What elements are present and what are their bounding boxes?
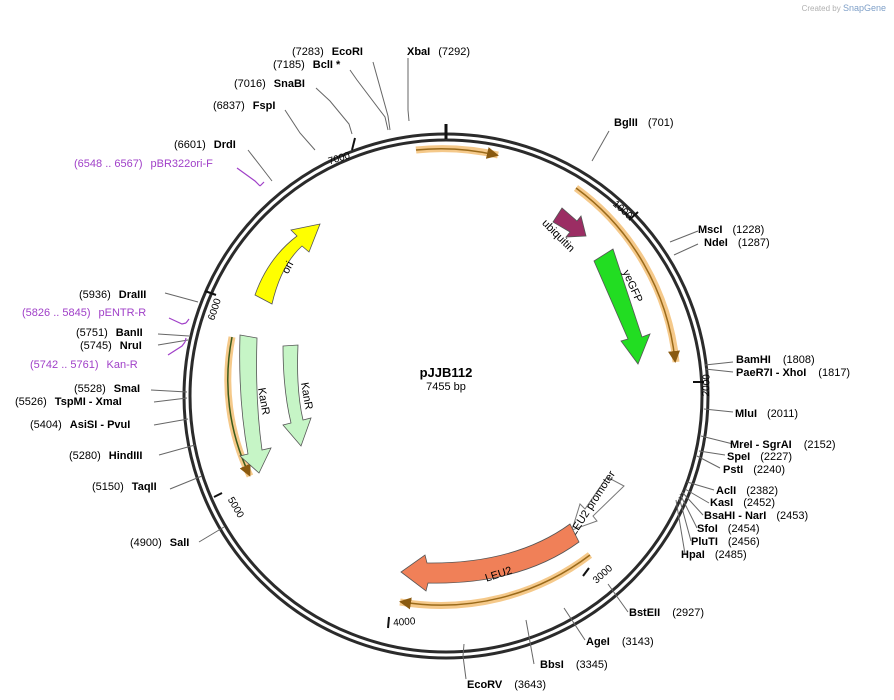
backbone-inner-ring	[188, 138, 704, 654]
site-taqii: (5150)TaqII	[92, 481, 157, 493]
site-sfoi: SfoI(2454)	[697, 523, 760, 535]
site-psti: PstI(2240)	[723, 464, 785, 476]
feature-kanr-outer: KanR	[239, 334, 272, 474]
primer-kan-r: (5742 .. 5761)Kan-R	[30, 359, 138, 371]
site-banii: (5751)BanII	[76, 327, 143, 339]
primer-labels: (6548 .. 6567)pBR322ori-F (5826 .. 5845)…	[22, 158, 213, 371]
site-labels: (7283)EcoRI XbaI(7292) (7185)BclI * (701…	[15, 46, 850, 691]
plasmid-name: pJJB112	[420, 365, 473, 380]
site-mrei-sgrai: MreI - SgrAI(2152)	[730, 439, 836, 451]
site-fspi: (6837)FspI	[213, 100, 275, 112]
site-bamhi: BamHI(1808)	[736, 354, 815, 366]
site-lines	[150, 58, 734, 680]
tick-label-3000: 3000	[591, 563, 615, 586]
site-msci: MscI(1228)	[698, 224, 764, 236]
tick-label-4000: 4000	[393, 616, 417, 629]
tick-label-5000: 5000	[225, 495, 246, 520]
feature-label-kanr-inner: KanR	[298, 381, 315, 410]
site-agei: AgeI(3143)	[586, 636, 654, 648]
site-sali: (4900)SalI	[130, 537, 189, 549]
feature-leu2-promoter: LEU2 promoter	[567, 468, 625, 538]
site-bcli: (7185)BclI *	[273, 59, 341, 71]
site-smai: (5528)SmaI	[74, 383, 140, 395]
primer-pentr-r: (5826 .. 5845)pENTR-R	[22, 307, 146, 319]
credit-prefix: Created by	[801, 4, 841, 13]
feature-kanr-inner: KanR	[282, 344, 315, 447]
site-nrui: (5745)NruI	[80, 340, 142, 352]
site-pluti: PluTI(2456)	[691, 536, 760, 548]
site-ecori: (7283)EcoRI	[292, 46, 363, 58]
site-paer7i-xhoi: PaeR7I - XhoI(1817)	[736, 367, 850, 379]
feature-ubiquitin: ubiquitin	[539, 207, 587, 255]
site-spei: SpeI(2227)	[727, 451, 792, 463]
site-bbsi: BbsI(3345)	[540, 659, 608, 671]
site-bglii: BglII(701)	[614, 117, 674, 129]
site-hindiii: (5280)HindIII	[69, 450, 142, 462]
primer-marks	[167, 167, 265, 356]
plasmid-length: 7455 bp	[426, 381, 466, 393]
site-acli: AclI(2382)	[716, 485, 778, 497]
site-hpai: HpaI(2485)	[681, 549, 747, 561]
orf-arcs	[224, 145, 680, 610]
site-bsahi-nari: BsaHI - NarI(2453)	[704, 510, 808, 522]
tick-marks: 1000 2000 3000 4000 5000 6000 7000	[204, 137, 713, 629]
feature-label-leu2-promoter: LEU2 promoter	[567, 468, 618, 537]
site-draiii: (5936)DraIII	[79, 289, 146, 301]
site-bsteii: BstEII(2927)	[629, 607, 704, 619]
tick-label-2000: 2000	[701, 374, 713, 397]
site-tspmi-xmai: (5526)TspMI - XmaI	[15, 396, 122, 408]
site-ecorv: EcoRV(3643)	[467, 679, 546, 691]
site-mlui: MluI(2011)	[735, 408, 798, 420]
site-kasi: KasI(2452)	[710, 497, 775, 509]
site-drdi: (6601)DrdI	[174, 139, 236, 151]
feature-ori: ori	[254, 223, 321, 305]
site-asisi-pvui: (5404)AsiSI - PvuI	[30, 419, 130, 431]
feature-label-kanr-outer: KanR	[255, 387, 272, 416]
feature-yeGFP: yeGFP	[593, 248, 651, 365]
snapgene-logo: SnapGene	[842, 3, 886, 13]
site-ndei: NdeI(1287)	[704, 237, 770, 249]
site-xbai: XbaI(7292)	[407, 46, 470, 58]
site-snabi: (7016)SnaBI	[234, 78, 305, 90]
snapgene-credit: Created by SnapGene	[802, 3, 886, 13]
feature-label-ori: ori	[280, 259, 296, 275]
primer-pbr322ori-f: (6548 .. 6567)pBR322ori-F	[74, 158, 213, 170]
